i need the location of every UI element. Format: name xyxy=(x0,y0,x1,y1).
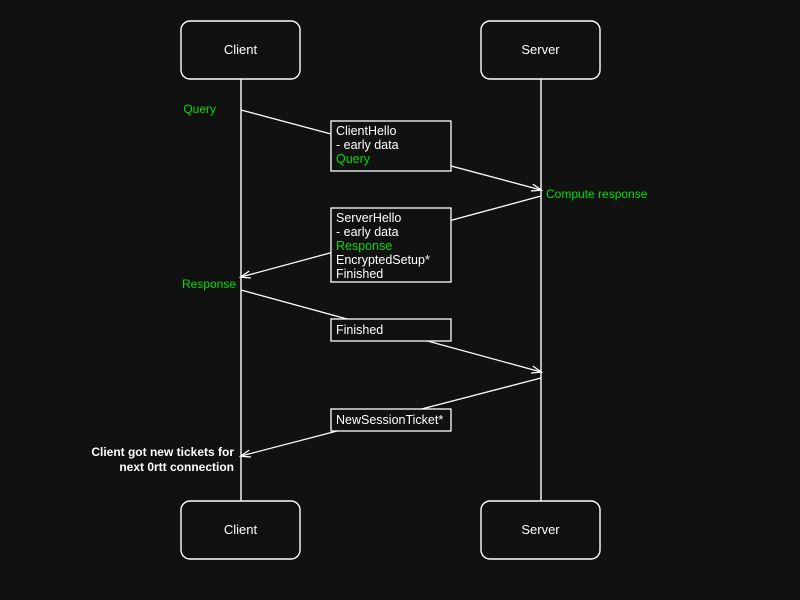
note-query: Query xyxy=(183,102,216,116)
message-box-finished-frame xyxy=(330,318,452,342)
actor-server-bottom-box xyxy=(480,500,601,560)
message-line-server-hello-0: ServerHello xyxy=(336,211,401,225)
message-box-finished[interactable]: Finished xyxy=(330,318,452,342)
actor-server-top-box xyxy=(480,20,601,80)
actor-server-bottom-label: Server xyxy=(521,522,560,537)
message-box-new-session-ticket[interactable]: NewSessionTicket* xyxy=(330,408,452,432)
actor-server-top-label: Server xyxy=(521,42,560,57)
message-line-server-hello-3: EncryptedSetup* xyxy=(336,253,430,267)
message-box-new-session-ticket-frame xyxy=(330,408,452,432)
message-line-server-hello-1: - early data xyxy=(336,225,399,239)
actor-server-bottom[interactable]: Server xyxy=(480,500,601,560)
message-box-client-hello[interactable]: ClientHello - early data Query xyxy=(330,120,452,172)
note-new-tickets: Client got new tickets for next 0rtt con… xyxy=(91,445,234,474)
note-new-tickets-line2: next 0rtt connection xyxy=(119,460,234,474)
message-box-server-hello-frame xyxy=(330,207,452,283)
actor-client-top-label: Client xyxy=(224,42,258,57)
message-line-new-session-ticket-0: NewSessionTicket* xyxy=(336,413,443,427)
actor-server-top[interactable]: Server xyxy=(480,20,601,80)
note-new-tickets-line1: Client got new tickets for xyxy=(91,445,234,459)
message-line-server-hello-4: Finished xyxy=(336,267,383,281)
message-box-server-hello[interactable]: ServerHello - early data Response Encryp… xyxy=(330,207,452,283)
actor-client-top-box xyxy=(180,20,301,80)
actor-client-top[interactable]: Client xyxy=(180,20,301,80)
actor-client-bottom-label: Client xyxy=(224,522,258,537)
message-line-client-hello-0: ClientHello xyxy=(336,124,396,138)
message-line-server-hello-2: Response xyxy=(336,239,392,253)
note-response: Response xyxy=(182,277,236,291)
message-line-client-hello-1: - early data xyxy=(336,138,399,152)
actor-client-bottom[interactable]: Client xyxy=(180,500,301,560)
actor-client-bottom-box xyxy=(180,500,301,560)
message-line-client-hello-2: Query xyxy=(336,152,371,166)
message-box-client-hello-frame xyxy=(330,120,452,172)
note-compute-response: Compute response xyxy=(546,187,648,201)
message-line-finished-0: Finished xyxy=(336,323,383,337)
